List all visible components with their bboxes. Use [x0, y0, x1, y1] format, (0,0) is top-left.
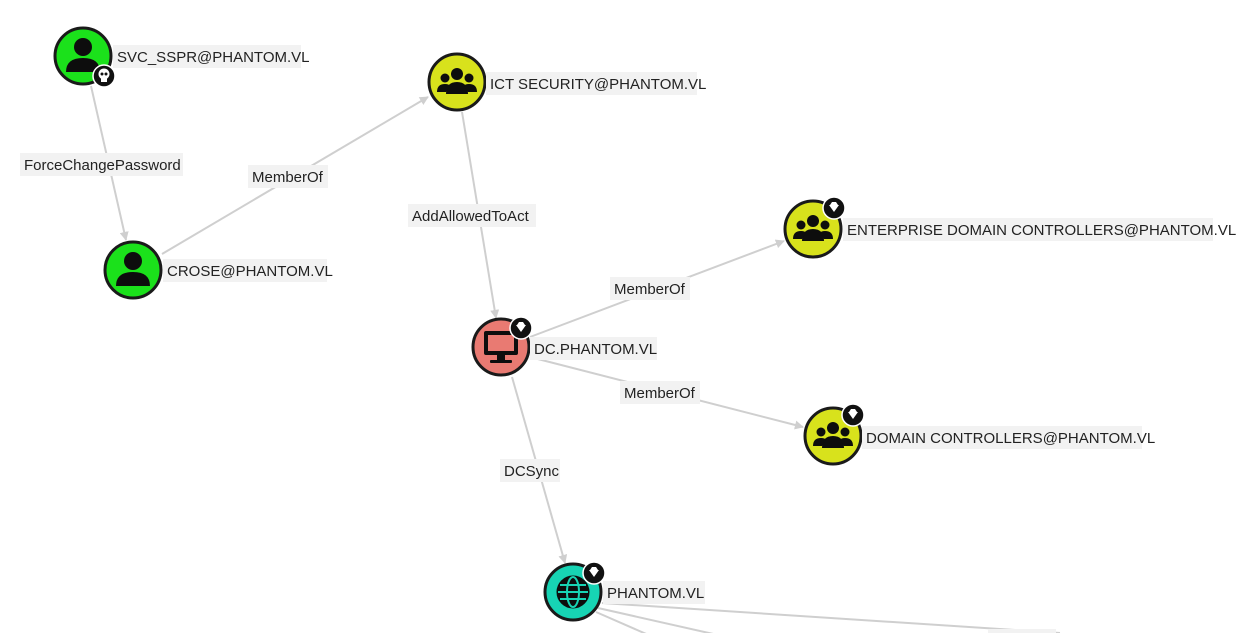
group-icon	[437, 68, 477, 94]
node-domain-controllers[interactable]: DOMAIN CONTROLLERS@PHANTOM.VL	[803, 403, 1155, 466]
globe-icon	[556, 575, 590, 609]
node-phantom-vl[interactable]: PHANTOM.VL	[543, 561, 705, 622]
offscreen-label-fragment	[988, 629, 1056, 633]
svg-text:CROSE@PHANTOM.VL: CROSE@PHANTOM.VL	[167, 263, 333, 280]
edge-label-memberof-2[interactable]: MemberOf	[610, 277, 690, 300]
svg-text:MemberOf: MemberOf	[624, 385, 696, 402]
svg-text:ENTERPRISE DOMAIN CONTROLLERS@: ENTERPRISE DOMAIN CONTROLLERS@PHANTOM.VL	[847, 222, 1236, 239]
svg-text:DC.PHANTOM.VL: DC.PHANTOM.VL	[534, 341, 657, 358]
svg-text:ICT SECURITY@PHANTOM.VL: ICT SECURITY@PHANTOM.VL	[490, 76, 706, 93]
user-icon	[66, 38, 100, 72]
group-icon	[813, 422, 853, 448]
svg-text:ForceChangePassword: ForceChangePassword	[24, 157, 181, 174]
skull-icon	[92, 64, 116, 88]
diamond-icon	[509, 316, 533, 340]
computer-icon	[484, 331, 518, 363]
edge-label-add-allowed-to-act[interactable]: AddAllowedToAct	[408, 204, 536, 227]
diamond-icon	[822, 196, 846, 220]
node-dc-phantom[interactable]: DC.PHANTOM.VL	[471, 316, 657, 377]
node-enterprise-domain-controllers[interactable]: ENTERPRISE DOMAIN CONTROLLERS@PHANTOM.VL	[783, 196, 1236, 259]
edge-phantom-offscreen-1[interactable]	[601, 602, 1061, 633]
edge-phantom-offscreen-3[interactable]	[595, 611, 660, 633]
diamond-icon	[841, 403, 865, 427]
node-ict-security[interactable]: ICT SECURITY@PHANTOM.VL	[427, 52, 706, 112]
edge-phantom-offscreen-2[interactable]	[597, 607, 740, 633]
svg-text:DCSync: DCSync	[504, 463, 560, 480]
node-crose[interactable]: CROSE@PHANTOM.VL	[103, 240, 333, 300]
node-svc-sspr[interactable]: SVC_SSPR@PHANTOM.VL	[53, 26, 310, 88]
edge-label-memberof-1[interactable]: MemberOf	[248, 165, 328, 188]
edge-label-dcsync[interactable]: DCSync	[500, 459, 560, 482]
svg-text:PHANTOM.VL: PHANTOM.VL	[607, 585, 704, 602]
user-icon	[116, 252, 150, 286]
group-icon	[793, 215, 833, 241]
svg-text:SVC_SSPR@PHANTOM.VL: SVC_SSPR@PHANTOM.VL	[117, 49, 310, 66]
svg-text:MemberOf: MemberOf	[614, 281, 686, 298]
edge-label-force-change-password[interactable]: ForceChangePassword	[20, 153, 183, 176]
svg-text:DOMAIN CONTROLLERS@PHANTOM.VL: DOMAIN CONTROLLERS@PHANTOM.VL	[866, 430, 1155, 447]
svg-text:AddAllowedToAct: AddAllowedToAct	[412, 208, 530, 225]
edge-label-memberof-3[interactable]: MemberOf	[620, 381, 700, 404]
svg-text:MemberOf: MemberOf	[252, 169, 324, 186]
diamond-icon	[582, 561, 606, 585]
